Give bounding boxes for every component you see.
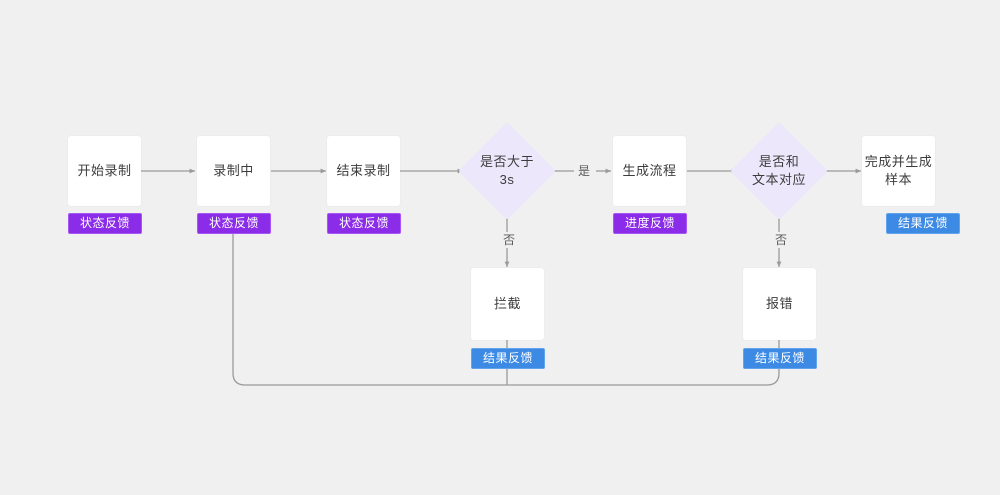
- badge-label: 结果反馈: [897, 216, 948, 230]
- node-error-label: 报错: [765, 296, 793, 311]
- badge-label: 结果反馈: [482, 351, 533, 365]
- node-decision-gt3s-label: 是否大于 3s: [479, 154, 534, 187]
- node-start[interactable]: 开始录制: [68, 136, 141, 206]
- node-start-label: 开始录制: [77, 163, 132, 178]
- badge-done-result[interactable]: 结果反馈: [886, 213, 960, 234]
- node-decision-text-match-label: 是否和 文本对应: [751, 154, 806, 187]
- badge-end-recording-status[interactable]: 状态反馈: [327, 213, 401, 234]
- node-end-recording[interactable]: 结束录制: [327, 136, 400, 206]
- edge-label-text: 是: [578, 164, 591, 178]
- node-error[interactable]: 报错: [743, 268, 816, 340]
- node-done-sample[interactable]: 完成并生成 样本: [862, 136, 935, 206]
- node-done-sample-label: 完成并生成 样本: [864, 154, 933, 187]
- edge-label-no-gt3s: 否: [500, 233, 519, 247]
- badge-label: 结果反馈: [754, 351, 805, 365]
- edge-label-text: 否: [775, 233, 788, 247]
- node-recording-label: 录制中: [213, 163, 254, 178]
- node-block-label: 拦截: [493, 296, 521, 311]
- node-generate-flow-label: 生成流程: [622, 163, 677, 178]
- badge-label: 进度反馈: [624, 216, 675, 230]
- edge-label-no-match: 否: [772, 233, 791, 247]
- badge-generate-progress[interactable]: 进度反馈: [613, 213, 687, 234]
- node-decision-text-match[interactable]: 是否和 文本对应: [730, 122, 828, 220]
- node-block[interactable]: 拦截: [471, 268, 544, 340]
- node-decision-gt3s[interactable]: 是否大于 3s: [458, 122, 556, 220]
- badge-error-result[interactable]: 结果反馈: [743, 348, 817, 369]
- node-recording[interactable]: 录制中: [197, 136, 270, 206]
- badge-start-status[interactable]: 状态反馈: [68, 213, 142, 234]
- edge-label-yes: 是: [575, 164, 594, 178]
- badge-recording-status[interactable]: 状态反馈: [197, 213, 271, 234]
- node-end-recording-label: 结束录制: [336, 163, 391, 178]
- node-generate-flow[interactable]: 生成流程: [613, 136, 686, 206]
- edge-label-text: 否: [503, 233, 516, 247]
- badge-label: 状态反馈: [338, 216, 389, 230]
- badge-block-result[interactable]: 结果反馈: [471, 348, 545, 369]
- badge-label: 状态反馈: [79, 216, 130, 230]
- badge-label: 状态反馈: [208, 216, 259, 230]
